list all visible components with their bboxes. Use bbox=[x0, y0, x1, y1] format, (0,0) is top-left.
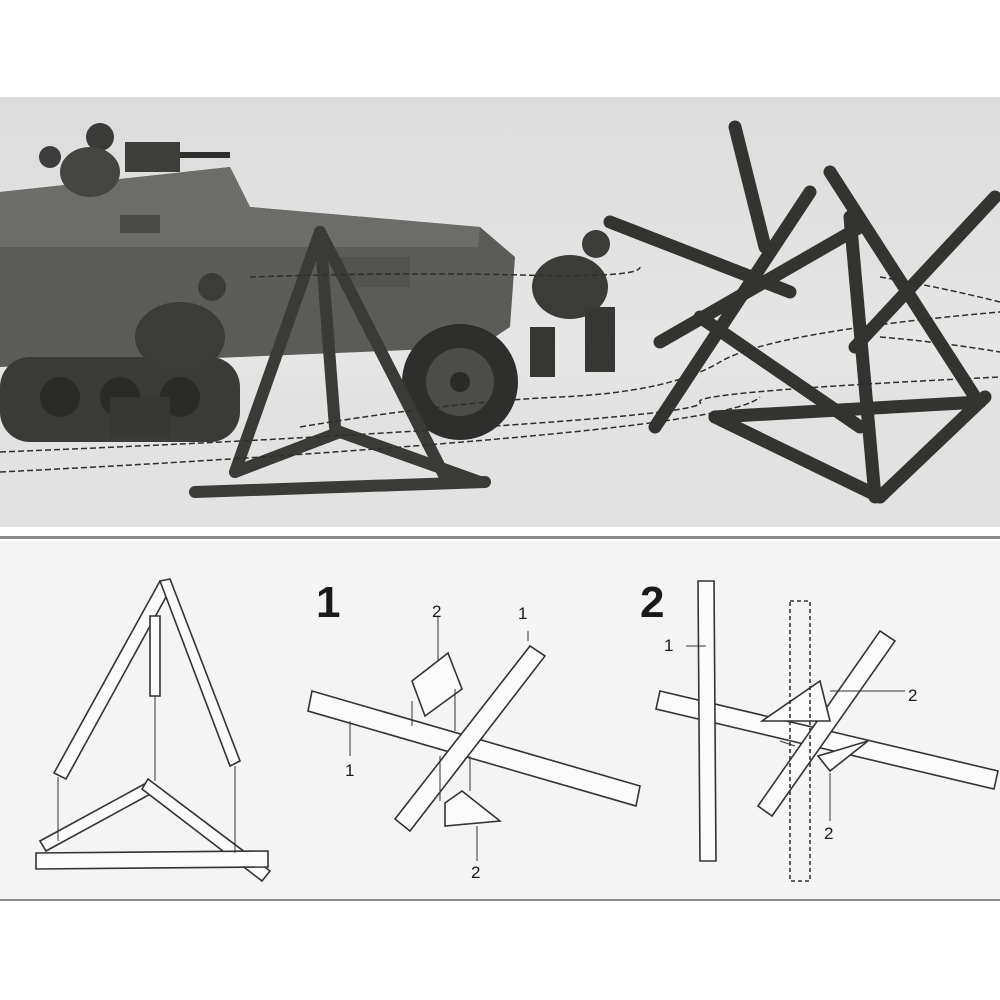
step-number: 1 bbox=[316, 578, 341, 627]
hedgehog-obstacles bbox=[603, 120, 1000, 504]
step-2-drawing bbox=[655, 580, 999, 882]
part-callout: 1 bbox=[664, 636, 674, 655]
step-number: 2 bbox=[640, 578, 665, 627]
tripod-assembly-drawing bbox=[35, 578, 272, 883]
part-callout: 2 bbox=[432, 602, 442, 621]
section-divider bbox=[0, 536, 1000, 539]
assembly-diagram-panel: 1 2 2 1 1 2 1 2 2 bbox=[0, 541, 1000, 899]
step-2-guide-lines bbox=[686, 645, 905, 821]
diorama-photo bbox=[0, 97, 1000, 527]
half-track-vehicle bbox=[0, 123, 518, 442]
part-callout: 1 bbox=[345, 761, 355, 780]
step-1-guide-lines bbox=[349, 616, 529, 861]
tripod-obstacle bbox=[189, 226, 491, 498]
diorama-illustration bbox=[0, 120, 1000, 527]
soldier-figures bbox=[110, 230, 615, 437]
assembly-line-art bbox=[35, 578, 999, 883]
part-callout: 2 bbox=[824, 824, 834, 843]
barbed-wire bbox=[0, 266, 1000, 473]
section-divider bbox=[0, 899, 1000, 901]
part-callout: 2 bbox=[471, 863, 481, 882]
tripod-guide-lines bbox=[57, 696, 236, 853]
part-callout: 1 bbox=[518, 604, 528, 623]
step-1-drawing bbox=[307, 644, 641, 833]
part-callout: 2 bbox=[908, 686, 918, 705]
